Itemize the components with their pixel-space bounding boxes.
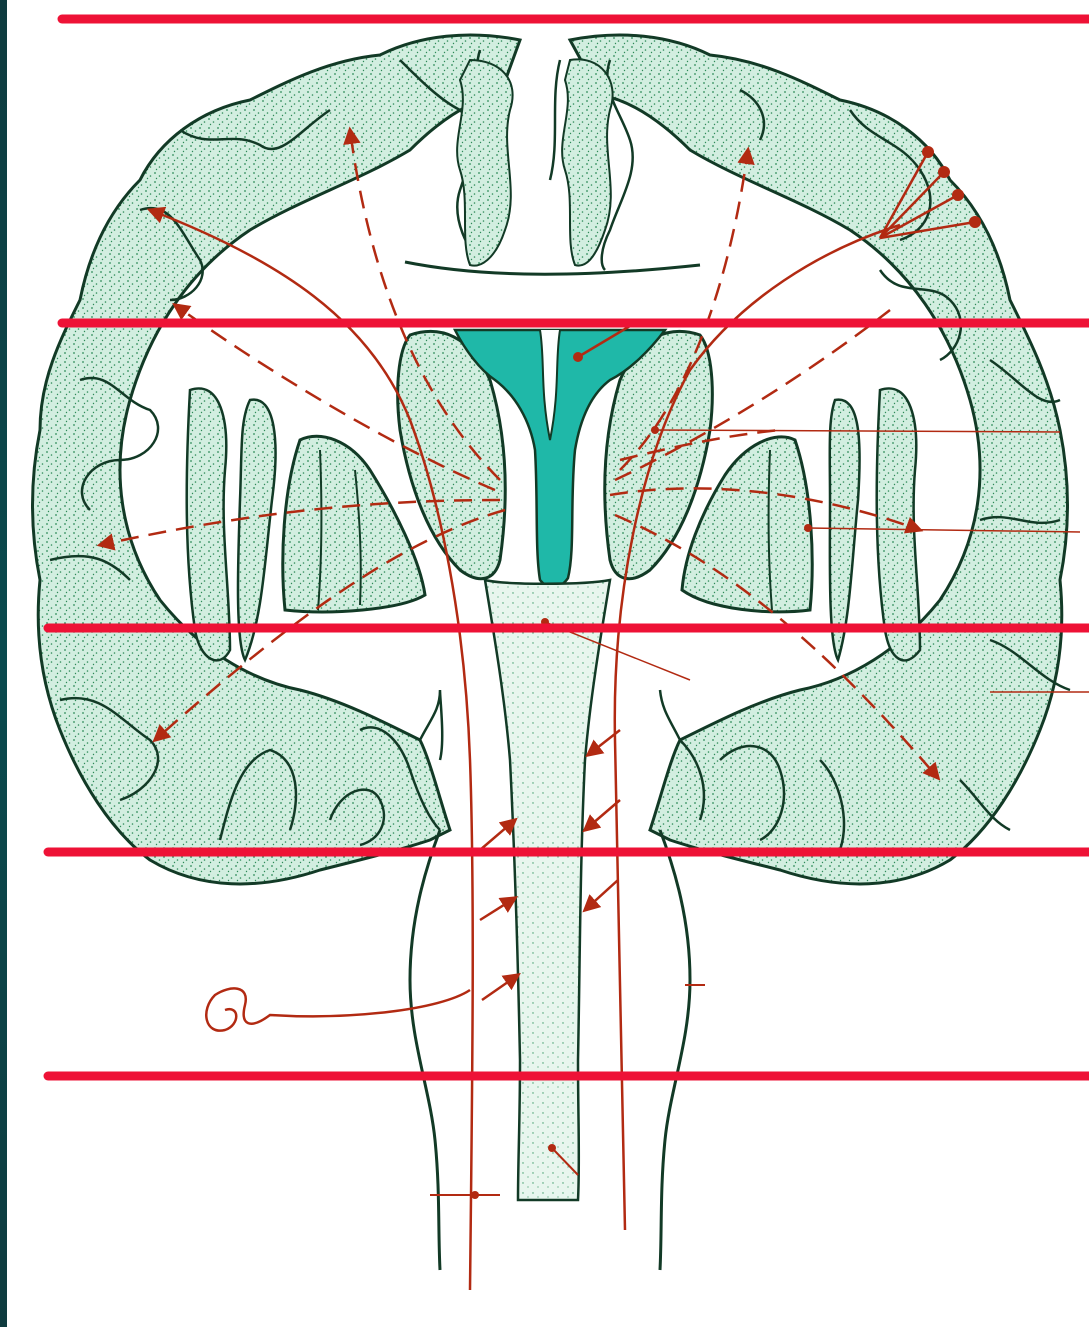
right-insula bbox=[877, 388, 920, 660]
brainstem-core bbox=[485, 580, 610, 1200]
peripheral-receptor bbox=[206, 988, 470, 1030]
medial-cortex-left bbox=[457, 60, 512, 266]
medulla-outline-left bbox=[410, 830, 440, 1270]
medial-cortex-right bbox=[562, 59, 612, 265]
medulla-outline-right bbox=[660, 830, 690, 1270]
